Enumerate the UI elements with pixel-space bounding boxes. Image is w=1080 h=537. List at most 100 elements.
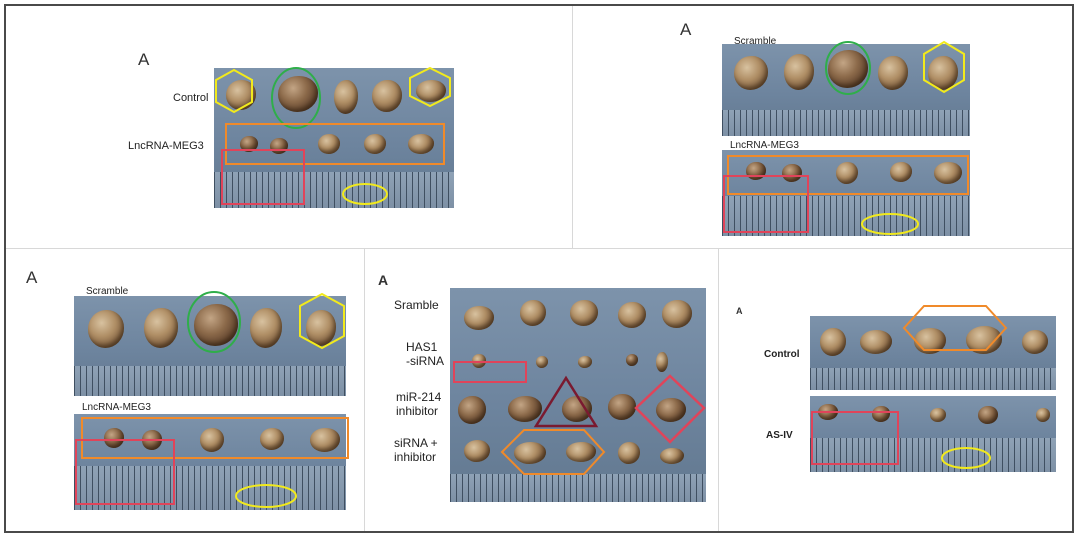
- tumor: [260, 428, 284, 450]
- tumor: [364, 134, 386, 154]
- tumor: [570, 300, 598, 326]
- divider-bottom-vertical-1: [364, 249, 365, 531]
- tumor: [472, 354, 486, 368]
- panel-4-letter: A: [378, 272, 389, 288]
- panel-2-tumor-photo-bottom: [722, 150, 970, 236]
- panel-2-ruler-bottom: [722, 196, 970, 236]
- tumor: [914, 328, 946, 354]
- panel-4-label-has1: HAS1: [406, 340, 438, 354]
- tumor: [820, 328, 846, 356]
- tumor: [520, 300, 546, 326]
- tumor: [618, 442, 640, 464]
- panel-2-label-scramble: Scramble: [734, 36, 777, 47]
- tumor: [250, 308, 282, 348]
- tumor: [656, 398, 686, 422]
- tumor: [226, 80, 256, 110]
- tumor: [660, 448, 684, 464]
- tumor: [930, 408, 946, 422]
- tumor: [828, 50, 868, 88]
- tumor: [200, 428, 224, 452]
- panel-5-tumor-photo-top: [810, 316, 1056, 390]
- tumor: [416, 80, 446, 102]
- tumor: [1036, 408, 1050, 422]
- tumor: [1022, 330, 1048, 354]
- tumor: [928, 56, 958, 90]
- panel-5-label-asiv: AS-IV: [766, 430, 793, 441]
- panel-4-ruler: [450, 474, 706, 502]
- panel-3-tumor-photo-bottom: [74, 414, 346, 510]
- tumor: [144, 308, 178, 348]
- tumor: [194, 304, 238, 346]
- tumor: [566, 442, 596, 462]
- tumor: [464, 440, 490, 462]
- tumor: [562, 396, 592, 422]
- divider-horizontal: [6, 248, 1072, 249]
- tumor: [934, 162, 962, 184]
- panel-4-label-sirna-plus: siRNA +: [394, 436, 438, 450]
- tumor: [878, 56, 908, 90]
- tumor: [318, 134, 340, 154]
- tumor: [662, 300, 692, 328]
- tumor: [458, 396, 486, 424]
- tumor: [514, 442, 546, 464]
- tumor: [536, 356, 548, 368]
- divider-top-vertical: [572, 6, 573, 248]
- tumor: [656, 352, 668, 372]
- tumor: [818, 404, 838, 420]
- panel-1-letter: A: [138, 50, 150, 69]
- figure-frame: A Control LncRNA-MEG3 A Scramble: [4, 4, 1074, 533]
- panel-2-tumor-photo-top: [722, 44, 970, 136]
- panel-2-letter: A: [680, 20, 692, 39]
- panel-2-ruler-top: [722, 110, 970, 136]
- tumor: [310, 428, 340, 452]
- tumor: [270, 138, 288, 154]
- tumor: [142, 430, 162, 450]
- panel-4-label-sirna: -siRNA: [406, 354, 444, 368]
- panel-5-tumor-photo-bottom: [810, 396, 1056, 472]
- tumor: [578, 356, 592, 368]
- panel-3-label-scramble: Scramble: [86, 286, 129, 297]
- panel-5-letter: A: [736, 306, 743, 316]
- panel-4-label-mir214: miR-214: [396, 390, 442, 404]
- tumor: [746, 162, 766, 180]
- tumor: [278, 76, 318, 112]
- panel-3-letter: A: [26, 268, 38, 287]
- tumor: [626, 354, 638, 366]
- panel-1-label-control: Control: [173, 92, 209, 104]
- tumor: [890, 162, 912, 182]
- tumor: [240, 136, 258, 152]
- tumor: [372, 80, 402, 112]
- tumor: [784, 54, 814, 90]
- tumor: [508, 396, 542, 422]
- panel-5-label-control: Control: [764, 349, 800, 360]
- tumor: [872, 406, 890, 422]
- panel-1-tumor-photo: [214, 68, 454, 208]
- tumor: [408, 134, 434, 154]
- panel-4-label-sramble: Sramble: [394, 298, 439, 312]
- tumor: [978, 406, 998, 424]
- tumor: [104, 428, 124, 448]
- panel-4-label-inhibitor-1: inhibitor: [396, 404, 439, 418]
- tumor: [88, 310, 124, 348]
- tumor: [782, 164, 802, 182]
- tumor: [966, 326, 1002, 354]
- tumor: [306, 310, 336, 346]
- panel-4-tumor-photo: [450, 288, 706, 502]
- panel-1-label-lncrna: LncRNA-MEG3: [128, 140, 204, 152]
- panel-3-tumor-photo-top: [74, 296, 346, 396]
- tumor: [608, 394, 636, 420]
- panel-4-label-inhibitor-2: inhibitor: [394, 450, 437, 464]
- tumor: [618, 302, 646, 328]
- panel-1-ruler: [214, 172, 454, 208]
- panel-3-ruler-top: [74, 366, 346, 396]
- panel-5-ruler-top: [810, 368, 1056, 390]
- tumor: [334, 80, 358, 114]
- panel-5-ruler-bottom: [810, 438, 1056, 472]
- divider-bottom-vertical-2: [718, 249, 719, 531]
- panel-2-label-lncrna: LncRNA-MEG3: [730, 140, 799, 151]
- panel-3-ruler-bottom: [74, 466, 346, 510]
- tumor: [734, 56, 768, 90]
- panel-3-label-lncrna: LncRNA-MEG3: [82, 402, 151, 413]
- tumor: [860, 330, 892, 354]
- tumor: [464, 306, 494, 330]
